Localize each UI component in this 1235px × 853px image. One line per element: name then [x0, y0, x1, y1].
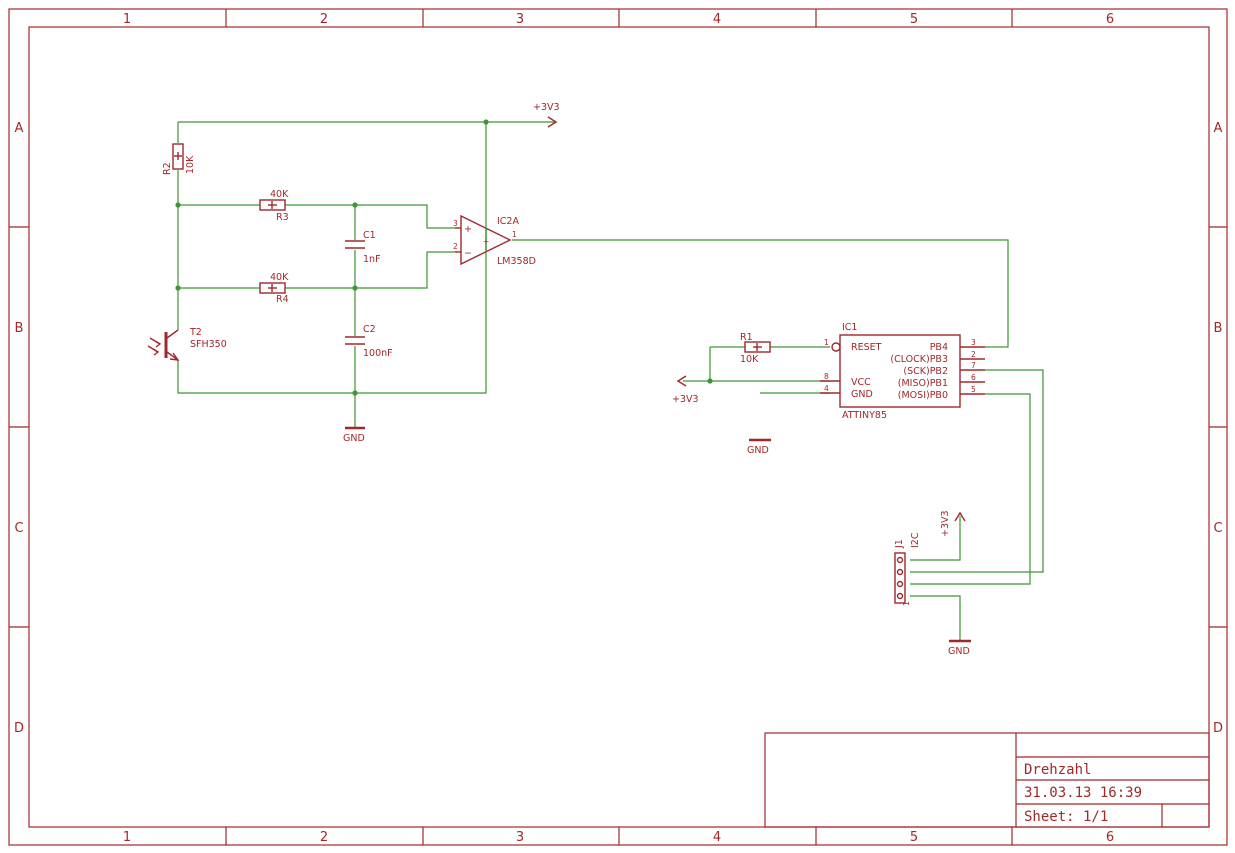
c2-name: C2 — [363, 324, 376, 335]
ic1-pin-pb3-num: 2 — [971, 350, 976, 359]
col-label-bottom-5: 5 — [910, 830, 918, 845]
wires — [175, 119, 1044, 640]
r2-value: 10K — [185, 155, 196, 174]
ic1-pin-pb4-num: 3 — [971, 338, 976, 347]
ground-left-label: GND — [343, 433, 365, 444]
ic1-pin-vcc-num: 8 — [824, 372, 829, 381]
col-label-top-2: 2 — [320, 12, 328, 27]
r1-name: R1 — [740, 332, 753, 343]
ic1-pin-gnd-label: GND — [851, 389, 873, 400]
ic1-pin-pb4-label: PB4 — [930, 342, 948, 353]
connector-j1[interactable]: J1 I2C 1 — [894, 532, 921, 606]
row-label-left-a: A — [15, 121, 24, 136]
drawing-name: Drehzahl — [1024, 762, 1091, 778]
ic1-value: ATTINY85 — [842, 410, 887, 421]
resistor-r3[interactable]: 40K R3 — [259, 189, 289, 223]
t2-value: SFH350 — [190, 339, 227, 350]
ground-ic1: GND — [747, 438, 771, 456]
col-label-bottom-2: 2 — [320, 830, 328, 845]
ic2a-plus: + — [464, 224, 472, 235]
col-label-top-6: 6 — [1106, 12, 1114, 27]
supply-vcc-top: +3V3 — [533, 102, 560, 128]
row-label-right-a: A — [1214, 121, 1223, 136]
ic1-pin-reset-label: RESET — [851, 342, 882, 353]
ground-j1-label: GND — [948, 646, 970, 657]
ic2a-pin2: 2 — [453, 242, 458, 251]
resistor-r4[interactable]: 40K R4 — [259, 272, 289, 305]
r3-name: R3 — [276, 212, 289, 223]
row-label-left-b: B — [15, 321, 24, 336]
ic2a-value: LM358D — [497, 256, 536, 267]
row-label-right-d: D — [1213, 721, 1223, 736]
col-label-bottom-4: 4 — [713, 830, 721, 845]
ic1-pin-vcc-label: VCC — [851, 377, 871, 388]
ic2a-minus: − — [464, 248, 472, 259]
ground-left: GND — [343, 426, 365, 444]
sheet-number: Sheet: 1/1 — [1024, 809, 1108, 825]
resistor-r1[interactable]: R1 10K — [740, 332, 771, 365]
ic1-pin-pb3-label: (CLOCK)PB3 — [890, 354, 948, 365]
ic2a-name: IC2A — [497, 216, 519, 227]
c1-value: 1nF — [363, 254, 381, 265]
ic1-pin-gnd-num: 4 — [824, 384, 829, 393]
supply-vcc-j1-label: +3V3 — [940, 510, 951, 537]
col-label-bottom-6: 6 — [1106, 830, 1114, 845]
col-label-bottom-3: 3 — [516, 830, 524, 845]
ic1-pin-pb0-label: (MOSI)PB0 — [898, 390, 948, 401]
resistor-r2[interactable]: R2 10K — [162, 143, 196, 175]
ic1-pin-pb2-label: (SCK)PB2 — [903, 366, 948, 377]
ic1-attiny85[interactable]: IC1 ATTINY85 RESET VCC GND 1 8 4 PB4 (CL… — [820, 322, 985, 421]
col-label-top-4: 4 — [713, 12, 721, 27]
col-label-top-5: 5 — [910, 12, 918, 27]
opamp-ic2a[interactable]: + − + 3 2 1 IC2A LM358D — [453, 214, 536, 267]
r2-name: R2 — [162, 162, 173, 175]
supply-vcc-left-label: +3V3 — [672, 394, 699, 405]
ic2a-pin3: 3 — [453, 219, 458, 228]
ic2a-pin1: 1 — [512, 230, 517, 239]
supply-vcc-j1: +3V3 — [940, 510, 966, 537]
drawing-date: 31.03.13 16:39 — [1024, 785, 1142, 801]
ground-j1: GND — [948, 639, 971, 657]
r1-value: 10K — [740, 354, 759, 365]
title-block: Drehzahl 31.03.13 16:39 Sheet: 1/1 — [764, 732, 1210, 828]
col-label-bottom-1: 1 — [123, 830, 131, 845]
row-label-right-b: B — [1214, 321, 1223, 336]
j1-pin1: 1 — [902, 601, 911, 606]
ic2a-supply-plus: + — [483, 237, 489, 246]
supply-vcc-left: +3V3 — [672, 375, 699, 405]
ic1-pin-pb0-num: 5 — [971, 385, 976, 394]
row-label-left-c: C — [14, 521, 23, 536]
capacitor-c2[interactable]: C2 100nF — [345, 324, 393, 359]
col-label-top-3: 3 — [516, 12, 524, 27]
c2-value: 100nF — [363, 348, 393, 359]
row-label-right-c: C — [1213, 521, 1222, 536]
supply-vcc-top-label: +3V3 — [533, 102, 560, 113]
capacitor-c1[interactable]: C1 1nF — [345, 230, 381, 265]
col-label-top-1: 1 — [123, 12, 131, 27]
t2-name: T2 — [189, 327, 202, 338]
j1-value: I2C — [910, 532, 921, 548]
r4-value: 40K — [270, 272, 289, 283]
ground-ic1-label: GND — [747, 445, 769, 456]
ic1-name: IC1 — [842, 322, 857, 333]
ic1-pin-pb1-label: (MISO)PB1 — [898, 378, 948, 389]
row-label-left-d: D — [14, 721, 24, 736]
phototransistor-t2[interactable]: T2 SFH350 — [147, 327, 227, 361]
drawing-frame: 1 2 3 4 5 6 1 2 3 4 5 6 A B C D A B C D — [8, 8, 1228, 846]
ic1-pin-pb1-num: 6 — [971, 373, 976, 382]
c1-name: C1 — [363, 230, 376, 241]
ic1-pin-reset-num: 1 — [824, 338, 829, 347]
ic1-pin-pb2-num: 7 — [971, 361, 976, 370]
j1-name: J1 — [894, 539, 905, 549]
r3-value: 40K — [270, 189, 289, 200]
r4-name: R4 — [276, 294, 289, 305]
